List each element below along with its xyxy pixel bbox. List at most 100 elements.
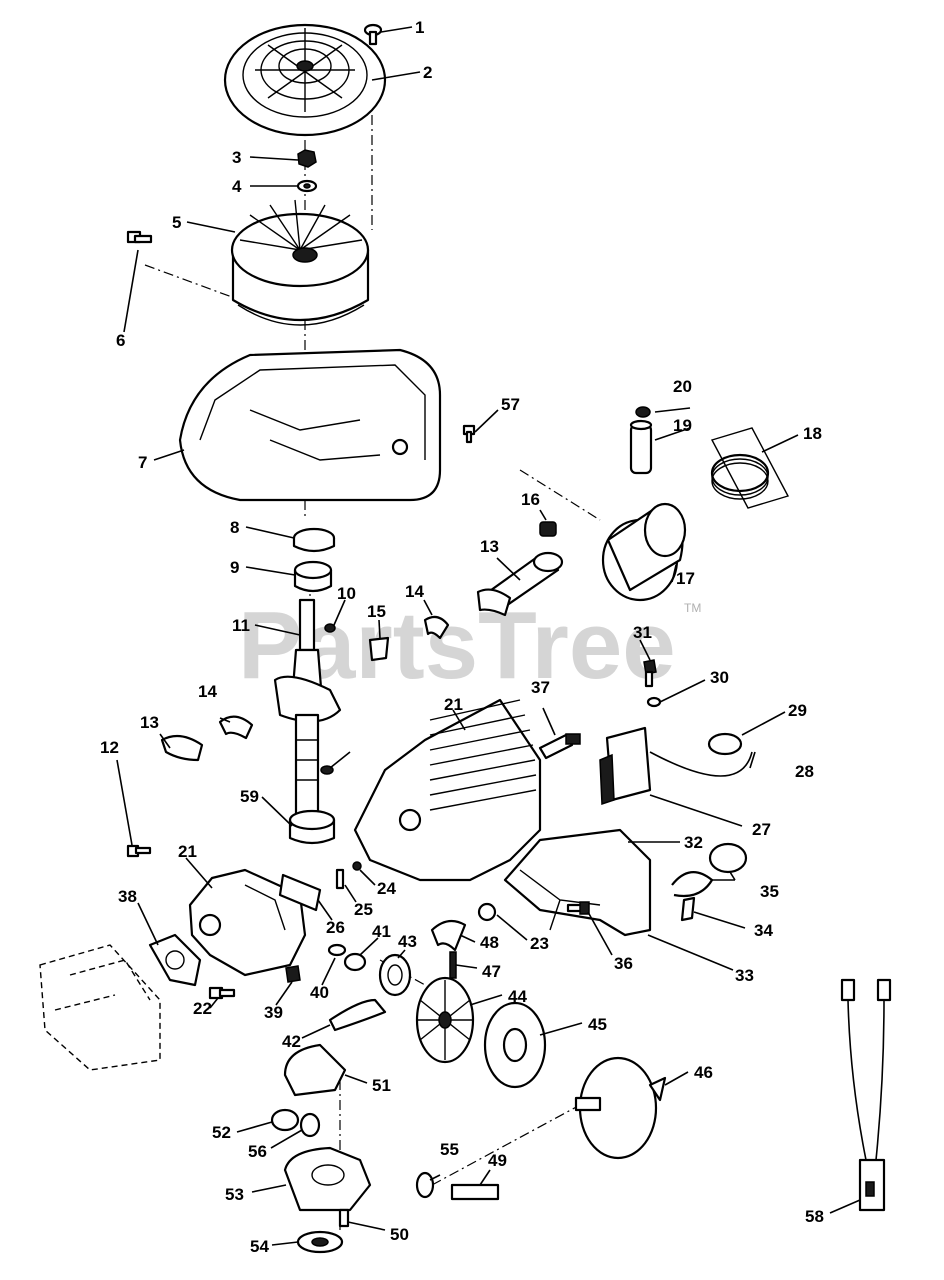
callout-41[interactable]: 41 xyxy=(372,922,391,941)
callout-59[interactable]: 59 xyxy=(240,787,259,806)
part-6-bolt[interactable] xyxy=(126,230,153,244)
callout-36[interactable]: 36 xyxy=(614,954,633,973)
part-5-flywheel[interactable] xyxy=(230,199,370,326)
part-22-bolt[interactable] xyxy=(208,986,236,1000)
part-33-crankcase[interactable] xyxy=(503,828,652,937)
part-31-screw[interactable] xyxy=(643,659,657,688)
part-48-cam-follower[interactable] xyxy=(430,919,467,952)
part-21-carburetor[interactable] xyxy=(188,868,307,977)
callout-11[interactable]: 11 xyxy=(232,616,250,635)
part-42-spring[interactable] xyxy=(328,998,387,1032)
callout-30[interactable]: 30 xyxy=(710,668,729,687)
part-19-wrist-pin[interactable] xyxy=(629,419,653,475)
callout-45[interactable]: 45 xyxy=(588,1015,607,1034)
callout-19[interactable]: 19 xyxy=(673,416,692,435)
part-40-washer[interactable] xyxy=(327,943,347,957)
callout-16[interactable]: 16 xyxy=(521,490,540,509)
callout-53[interactable]: 53 xyxy=(225,1185,244,1204)
callout-27[interactable]: 27 xyxy=(752,820,771,839)
part-49-shaft[interactable] xyxy=(450,1183,500,1201)
part-17-piston[interactable] xyxy=(601,502,687,602)
part-21-cylinder[interactable] xyxy=(353,698,542,882)
callout-46[interactable]: 46 xyxy=(694,1063,713,1082)
part-41-spacer[interactable] xyxy=(343,952,367,972)
callout-37[interactable]: 37 xyxy=(531,678,550,697)
part-14-bearing-half-upper[interactable] xyxy=(423,615,450,640)
part-12-bolt[interactable] xyxy=(126,844,152,858)
callout-35[interactable]: 35 xyxy=(760,882,779,901)
part-27-ignition-module[interactable] xyxy=(599,726,652,806)
part-29-spark-plug-boot[interactable] xyxy=(707,732,743,756)
callout-29[interactable]: 29 xyxy=(788,701,807,720)
callout-33[interactable]: 33 xyxy=(735,966,754,985)
callout-49[interactable]: 49 xyxy=(488,1151,507,1170)
part-18-piston-rings[interactable] xyxy=(710,427,790,509)
part-7-blower-housing[interactable] xyxy=(178,348,442,502)
callout-31[interactable]: 31 xyxy=(633,623,652,642)
part-36-bolt[interactable] xyxy=(566,901,590,915)
callout-10-upper[interactable]: 10 xyxy=(337,584,356,603)
callout-57[interactable]: 57 xyxy=(501,395,520,414)
callout-48[interactable]: 48 xyxy=(480,933,499,952)
callout-44[interactable]: 44 xyxy=(508,987,527,1006)
part-16-needle-bearing[interactable] xyxy=(539,521,557,537)
callout-2[interactable]: 2 xyxy=(423,63,432,82)
part-38-gasket[interactable] xyxy=(148,933,202,987)
part-23-plug[interactable] xyxy=(477,902,497,922)
part-3-nut[interactable] xyxy=(297,149,317,168)
part-24-screw[interactable] xyxy=(352,861,362,871)
callout-56[interactable]: 56 xyxy=(248,1142,267,1161)
part-14-bearing-half-lower[interactable] xyxy=(218,715,254,740)
part-1-screw[interactable] xyxy=(363,23,383,46)
part-11-crankshaft[interactable] xyxy=(273,598,342,827)
callout-55[interactable]: 55 xyxy=(440,1140,459,1159)
part-8-seal[interactable] xyxy=(292,527,336,553)
callout-5[interactable]: 5 xyxy=(172,213,181,232)
part-38-air-filter-box[interactable] xyxy=(39,944,161,1071)
part-26-reed-plate[interactable] xyxy=(278,873,322,912)
callout-23[interactable]: 23 xyxy=(530,934,549,953)
part-57-screw[interactable] xyxy=(462,424,476,444)
callout-51[interactable]: 51 xyxy=(372,1076,391,1095)
callout-9[interactable]: 9 xyxy=(230,558,239,577)
part-20-retainer-clip[interactable] xyxy=(635,406,651,418)
part-37-spark-plug[interactable] xyxy=(538,733,581,760)
part-15-bearing[interactable] xyxy=(368,636,390,662)
part-50-screw[interactable] xyxy=(338,1208,350,1228)
part-56-ring[interactable] xyxy=(299,1112,321,1138)
part-46-cam[interactable] xyxy=(574,1056,667,1160)
callout-43[interactable]: 43 xyxy=(398,932,417,951)
callout-17[interactable]: 17 xyxy=(676,569,695,588)
callout-58[interactable]: 58 xyxy=(805,1207,824,1226)
callout-21-carburetor[interactable]: 21 xyxy=(178,842,197,861)
part-25-reed-stop[interactable] xyxy=(335,868,345,890)
callout-13-right[interactable]: 13 xyxy=(480,537,499,556)
callout-25[interactable]: 25 xyxy=(354,900,373,919)
callout-8[interactable]: 8 xyxy=(230,518,239,537)
part-45-thrust-washer[interactable] xyxy=(483,1001,547,1089)
callout-47[interactable]: 47 xyxy=(482,962,501,981)
callout-21-cylinder[interactable]: 21 xyxy=(444,695,463,714)
callout-6[interactable]: 6 xyxy=(116,331,125,350)
part-43-gear[interactable] xyxy=(378,953,412,997)
callout-32[interactable]: 32 xyxy=(684,833,703,852)
callout-52[interactable]: 52 xyxy=(212,1123,231,1142)
callout-22[interactable]: 22 xyxy=(193,999,212,1018)
part-44-impeller[interactable] xyxy=(415,976,475,1064)
callout-40[interactable]: 40 xyxy=(310,983,329,1002)
part-28-ignition-lead[interactable] xyxy=(649,751,753,777)
part-13-rod-cap-lower[interactable] xyxy=(160,734,204,762)
part-34-clip[interactable] xyxy=(680,896,696,922)
callout-3[interactable]: 3 xyxy=(232,148,241,167)
part-13-connecting-rod[interactable] xyxy=(476,551,564,617)
part-2-grille-cover[interactable] xyxy=(223,23,387,137)
part-4-washer[interactable] xyxy=(296,179,318,193)
part-9-bearing[interactable] xyxy=(293,560,333,593)
callout-28[interactable]: 28 xyxy=(795,762,814,781)
callout-38[interactable]: 38 xyxy=(118,887,137,906)
callout-20[interactable]: 20 xyxy=(673,377,692,396)
callout-50[interactable]: 50 xyxy=(390,1225,409,1244)
callout-14-left[interactable]: 14 xyxy=(198,682,217,701)
part-59-bushing[interactable] xyxy=(288,809,336,845)
callout-12[interactable]: 12 xyxy=(100,738,119,757)
